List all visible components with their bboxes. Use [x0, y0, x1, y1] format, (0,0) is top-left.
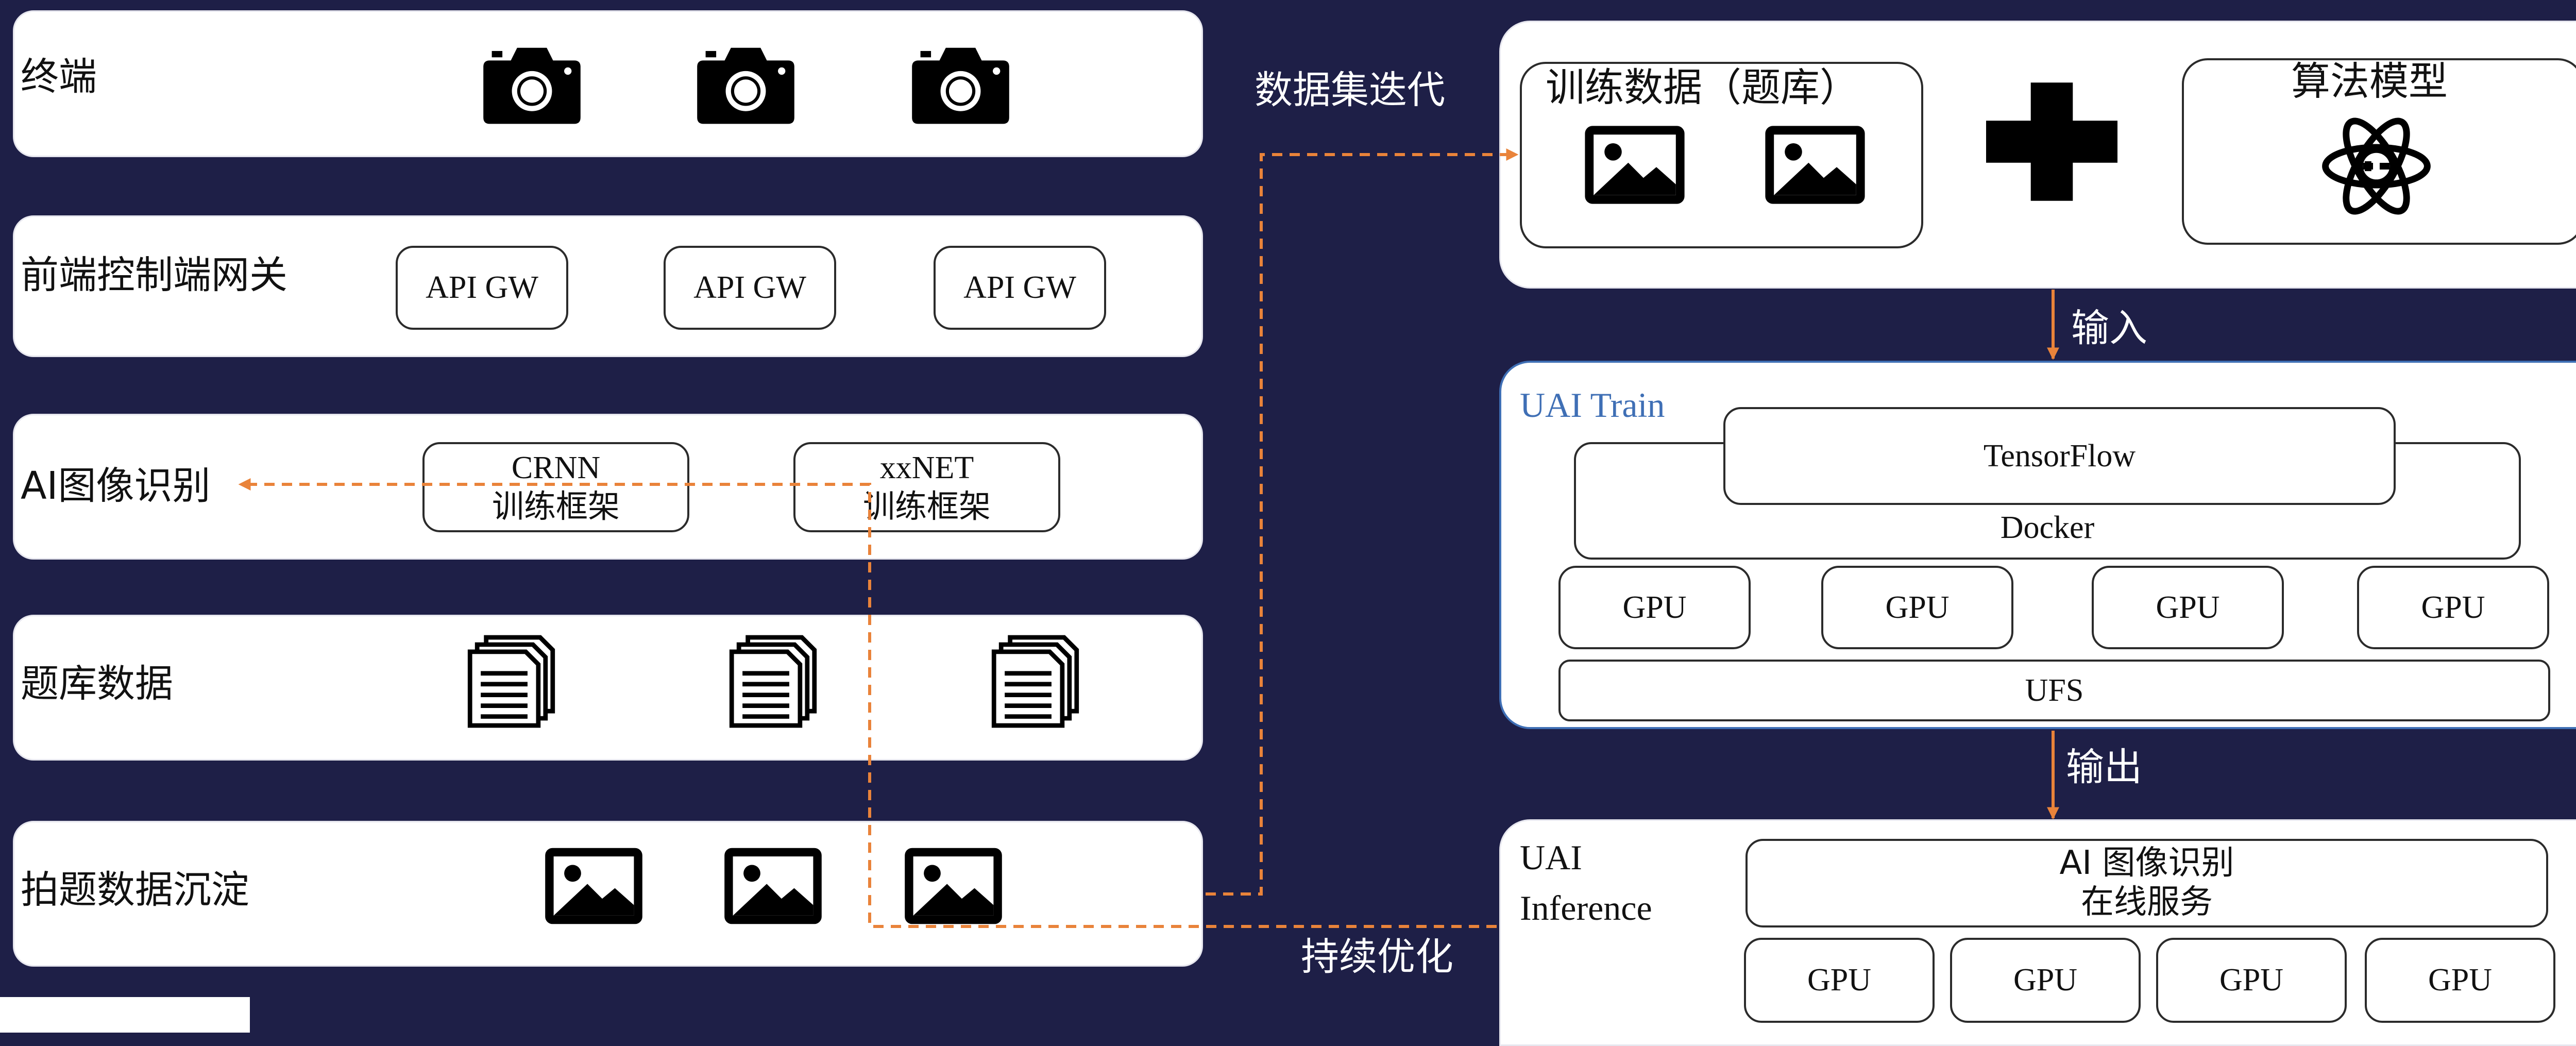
image-icon [1581, 121, 1689, 209]
tensorflow-box: TensorFlow [1723, 407, 2396, 505]
crnn-framework-box: CRNN 训练框架 [422, 442, 689, 532]
document-icon [466, 634, 556, 729]
uai-train-title: UAI Train [1520, 385, 1665, 425]
camera-icon [479, 41, 585, 126]
xxnet-framework-box: xxNET 训练框架 [793, 442, 1060, 532]
atom-icon [2321, 108, 2432, 224]
continuous-optimization-label: 持续优化 [1301, 935, 1453, 979]
gpu-box: GPU [2357, 566, 2549, 649]
algorithm-model-title: 算法模型 [2291, 58, 2448, 104]
image-icon [901, 843, 1006, 929]
plus-icon [1986, 82, 2117, 201]
layer-question-bank-label: 题库数据 [21, 662, 173, 706]
gpu-box: GPU [1821, 566, 2013, 649]
framework-name: xxNET [879, 450, 974, 486]
dataset-iteration-label: 数据集迭代 [1255, 68, 1445, 112]
layer-ai-recognition-label: AI图像识别 [21, 464, 211, 508]
camera-icon [693, 41, 799, 126]
ufs-box: UFS [1558, 660, 2550, 721]
gpu-box: GPU [1558, 566, 1751, 649]
framework-sub: 训练框架 [862, 487, 991, 525]
continuous-optimization-arrow [238, 478, 1497, 928]
layer-gateway-label: 前端控制端网关 [21, 253, 287, 297]
layer-terminal-label: 终端 [21, 55, 97, 99]
output-label: 输出 [2066, 745, 2142, 789]
camera-icon [908, 41, 1013, 126]
api-gateway-box: API GW [396, 246, 568, 330]
training-data-title: 训练数据（题库） [1546, 64, 1859, 110]
uai-inference-title-line2: Inference [1520, 888, 1652, 927]
image-icon [541, 843, 647, 929]
service-line1: AI 图像识别 [2059, 844, 2234, 883]
gpu-box: GPU [2156, 938, 2347, 1023]
online-service-box: AI 图像识别 在线服务 [1745, 839, 2548, 927]
image-icon [1761, 121, 1869, 209]
gpu-box: GPU [2365, 938, 2555, 1023]
gpu-box: GPU [2092, 566, 2284, 649]
gpu-box: GPU [1950, 938, 2141, 1023]
document-icon [990, 634, 1080, 729]
uai-inference-title-line1: UAI [1520, 838, 1582, 877]
corner-block [0, 997, 250, 1033]
image-icon [720, 843, 826, 929]
framework-sub: 训练框架 [492, 487, 620, 525]
document-icon [728, 634, 818, 729]
api-gateway-box: API GW [664, 246, 836, 330]
input-label: 输入 [2071, 306, 2147, 350]
framework-name: CRNN [511, 450, 601, 486]
gpu-box: GPU [1744, 938, 1935, 1023]
api-gateway-box: API GW [934, 246, 1106, 330]
docker-label: Docker [2000, 510, 2095, 545]
service-line2: 在线服务 [2081, 883, 2213, 921]
dataset-iteration-arrow [1206, 148, 1519, 896]
layer-photo-data-label: 拍题数据沉淀 [21, 868, 249, 912]
